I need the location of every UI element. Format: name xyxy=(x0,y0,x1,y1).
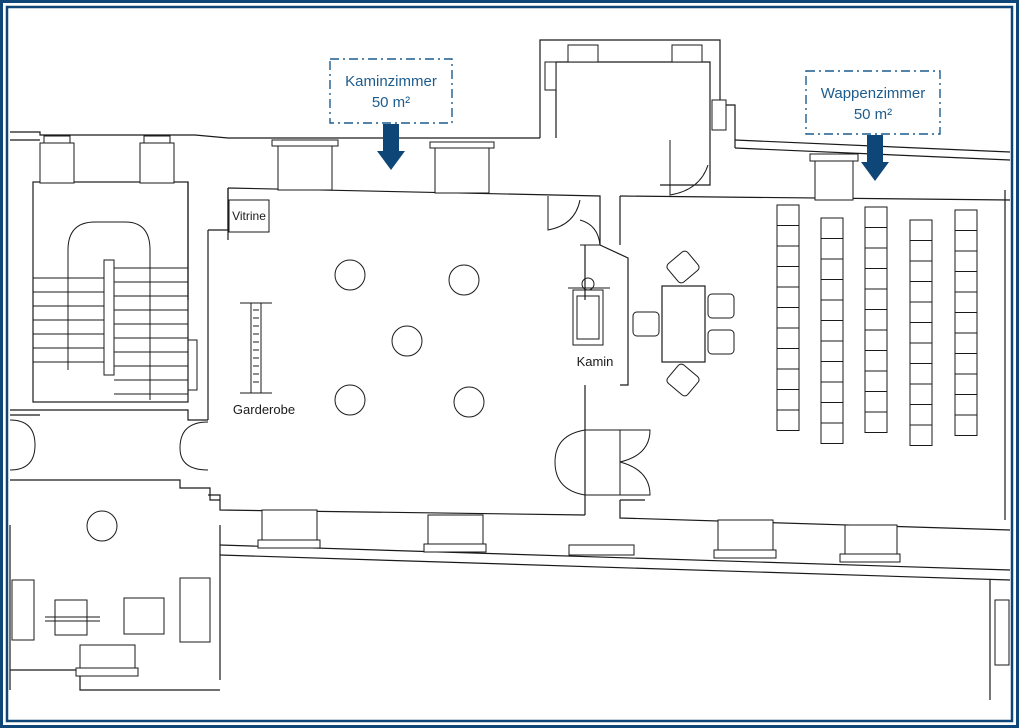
seat xyxy=(909,322,933,344)
seat xyxy=(820,361,844,383)
kamin-label: Kamin xyxy=(577,354,614,369)
vitrine-label: Vitrine xyxy=(232,209,266,223)
staircase xyxy=(33,221,198,400)
seat xyxy=(954,312,978,334)
seat xyxy=(909,301,933,323)
seat xyxy=(954,230,978,252)
small-furniture xyxy=(45,597,165,636)
seat xyxy=(776,389,800,411)
down-arrow-icon xyxy=(377,124,405,170)
seat xyxy=(864,411,888,433)
seat xyxy=(864,227,888,249)
seat xyxy=(909,424,933,446)
meeting-table xyxy=(661,285,706,363)
seat xyxy=(776,327,800,349)
garderobe-rack xyxy=(240,302,272,394)
seat xyxy=(909,383,933,405)
seat xyxy=(776,225,800,247)
seat xyxy=(820,402,844,424)
down-arrow-icon xyxy=(861,135,889,181)
door-swing-icon xyxy=(9,140,709,496)
seat xyxy=(864,370,888,392)
seat xyxy=(864,309,888,331)
callout-wappenzimmer-area: 50 m² xyxy=(854,106,892,123)
seat xyxy=(776,204,800,226)
seat xyxy=(954,394,978,416)
callout-wappenzimmer: Wappenzimmer 50 m² xyxy=(805,70,941,135)
seat xyxy=(864,350,888,372)
callout-kaminzimmer-area: 50 m² xyxy=(372,94,410,111)
seat xyxy=(864,391,888,413)
seat xyxy=(776,245,800,267)
seat xyxy=(864,288,888,310)
seat xyxy=(909,240,933,262)
seat xyxy=(864,247,888,269)
seat xyxy=(776,307,800,329)
seat xyxy=(820,381,844,403)
seat xyxy=(820,279,844,301)
vitrine-cabinet xyxy=(228,199,270,233)
seat xyxy=(954,250,978,272)
seat xyxy=(909,219,933,241)
inner-frame xyxy=(5,5,1014,723)
seat-rows xyxy=(776,204,978,446)
seat xyxy=(776,409,800,431)
seat xyxy=(820,238,844,260)
seat xyxy=(954,209,978,231)
seat xyxy=(954,353,978,375)
seat xyxy=(909,260,933,282)
fireplace xyxy=(568,277,610,346)
seat xyxy=(954,332,978,354)
seat xyxy=(776,286,800,308)
seat xyxy=(820,299,844,321)
seat xyxy=(864,329,888,351)
chair-icon xyxy=(632,250,735,397)
round-table-icon xyxy=(86,259,485,542)
seat xyxy=(909,281,933,303)
callout-wappenzimmer-name: Wappenzimmer xyxy=(821,85,925,102)
seat xyxy=(909,363,933,385)
seat xyxy=(776,266,800,288)
seat xyxy=(776,348,800,370)
seat xyxy=(909,342,933,364)
seat xyxy=(820,217,844,239)
seat xyxy=(864,206,888,228)
callout-kaminzimmer-name: Kaminzimmer xyxy=(345,73,437,90)
seat xyxy=(820,258,844,280)
seat xyxy=(954,291,978,313)
seat xyxy=(820,320,844,342)
seat xyxy=(954,414,978,436)
callout-kaminzimmer: Kaminzimmer 50 m² xyxy=(329,58,453,124)
seat xyxy=(864,268,888,290)
seat xyxy=(820,340,844,362)
garderobe-label: Garderobe xyxy=(233,402,295,417)
seat xyxy=(954,373,978,395)
window-niches xyxy=(11,44,1010,677)
seat xyxy=(776,368,800,390)
seat xyxy=(909,404,933,426)
seat xyxy=(954,271,978,293)
seat xyxy=(820,422,844,444)
